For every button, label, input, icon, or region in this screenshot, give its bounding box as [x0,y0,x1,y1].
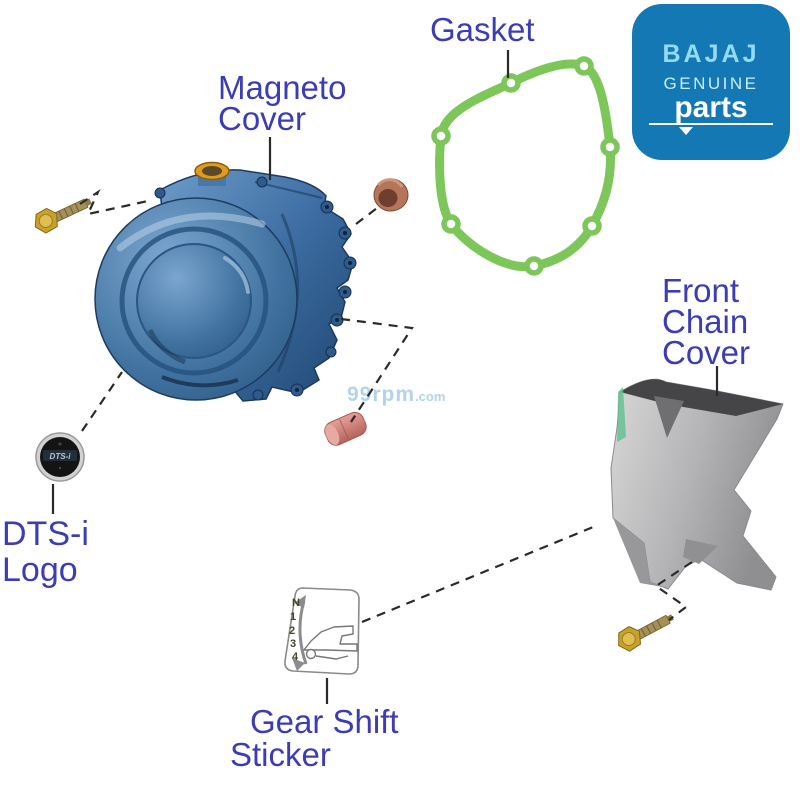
bolt-right [612,605,678,655]
magneto-cover-part [94,161,357,402]
label-dtsi-line2: Logo [2,551,78,589]
dashed-connectors [79,188,693,624]
arrow-up-icon [294,595,306,608]
badge-genuine-text: GENUINE [663,74,759,93]
dtsi-badge-text: DTS-i [50,452,72,461]
label-magneto-cover: Magneto Cover [218,69,347,137]
gasket-part [431,56,620,276]
label-dtsi-logo: DTS-i Logo [2,516,89,588]
bajaj-genuine-parts-badge: BAJAJ GENUINE parts [632,4,790,160]
badge-parts-text: parts [674,91,748,124]
label-front-chain-line1: Front [662,272,740,309]
pointer-lines [51,50,719,704]
bajaj-logo-text: BAJAJ [662,40,760,68]
connector-bolt-right [654,561,693,621]
label-gasket-line1: Gasket [430,11,535,48]
watermark: 99rpm.com [347,383,445,407]
gear-position-label: 4 [292,651,299,663]
badge-arrow-down-icon [679,127,693,135]
badge-underline [649,123,773,135]
chain-cover-green-edge [617,387,626,442]
gear-position-label: 1 [290,611,296,623]
bushing-part [373,178,409,212]
gear-shift-sticker-part: N 1 2 3 4 [284,587,360,675]
label-gear-shift-line2: Sticker [230,736,331,773]
front-chain-cover-part [610,378,784,591]
dowel-pin-part [324,411,367,446]
label-front-chain-line3: Cover [662,334,751,371]
gear-position-label: N [292,597,300,609]
label-gear-shift-line1: Gear Shift [250,703,399,740]
label-magneto-line1: Magneto [218,69,347,106]
connector-dtsi [81,371,123,432]
label-front-chain-cover: Front Chain Cover [662,272,751,371]
label-magneto-line2: Cover [218,100,307,137]
gear-position-label: 2 [289,625,295,637]
dtsi-logo-part: DTS-i [35,432,85,482]
label-dtsi-line1: DTS-i [2,515,89,553]
connector-bushing [355,204,382,225]
watermark-suffix: .com [415,389,446,404]
watermark-main: 99rpm [347,383,416,406]
gasket-bolt-holes [431,56,620,276]
connector-gear-sticker [361,523,599,624]
label-gasket: Gasket [430,11,535,48]
label-front-chain-line2: Chain [662,303,749,340]
label-gear-shift-sticker: Gear Shift Sticker [230,705,399,771]
connector-dowel-pin [340,317,414,423]
gear-position-label: 3 [290,638,296,650]
gear-pedal-drawing [303,625,358,652]
connector-bolt-left [79,188,149,216]
arrow-down-icon [292,658,305,671]
bolt-left [29,189,96,237]
